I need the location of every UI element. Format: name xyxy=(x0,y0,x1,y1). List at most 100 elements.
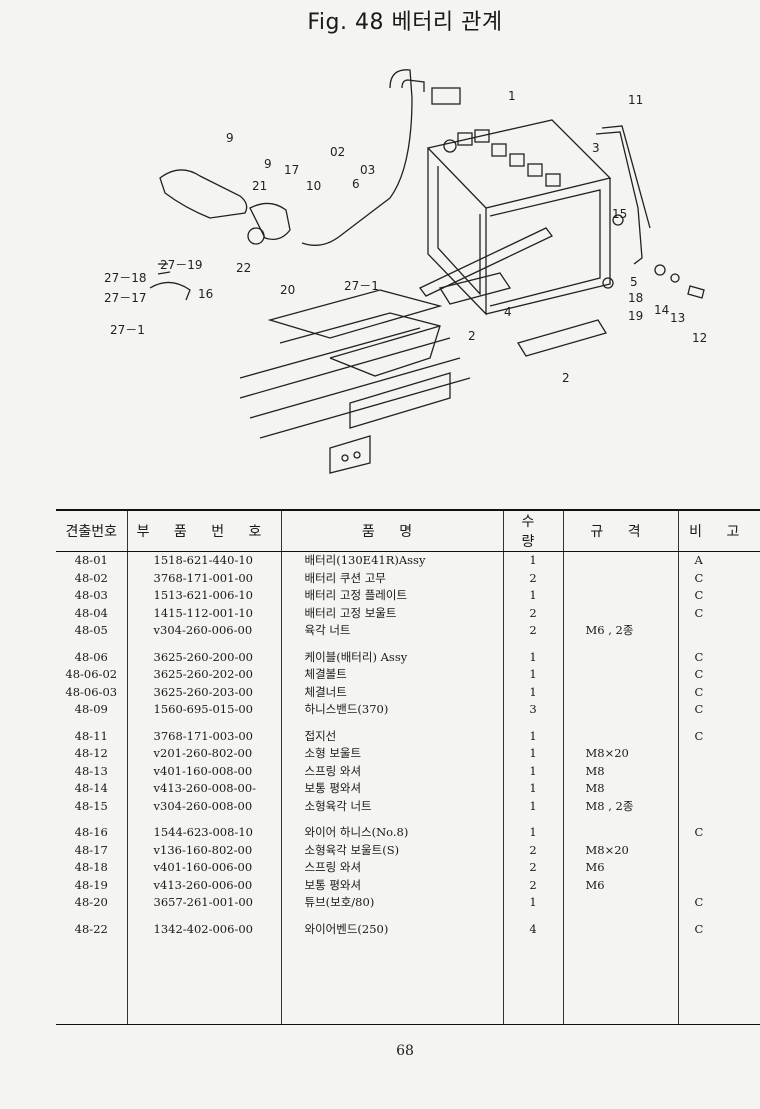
table-cell-qty: 2 xyxy=(529,570,537,585)
table-cell-pn: v401-160-006-00 xyxy=(153,860,253,874)
table-cell-spec xyxy=(586,666,678,684)
table-cell-name: 배터리 쿠션 고무 xyxy=(304,570,386,585)
table-cell-pn: v304-260-006-00 xyxy=(153,623,253,637)
table-cell-no: 48-06-03 xyxy=(65,684,118,699)
svg-text:22: 22 xyxy=(236,261,251,275)
table-cell-no: 48-01 xyxy=(74,553,108,567)
svg-text:27－17: 27－17 xyxy=(104,291,147,305)
table-cell-name: 접지선 xyxy=(304,728,337,743)
table-cell-name: 배터리 고정 플레이트 xyxy=(304,588,408,602)
table-cell-name: 육각 너트 xyxy=(304,623,351,637)
svg-text:4: 4 xyxy=(504,305,512,319)
table-cell-qty: 1 xyxy=(529,895,537,909)
table-cell-note xyxy=(695,877,760,895)
table-cell-pn: v413-260-006-00 xyxy=(153,877,253,892)
table-cell-note xyxy=(695,780,760,798)
table-cell-pn: 1342-402-006-00 xyxy=(153,921,253,936)
table-cell-name: 소형육각 보울트(S) xyxy=(304,842,400,857)
table-cell-no: 48-14 xyxy=(74,781,108,795)
table-cell-no: 48-02 xyxy=(74,570,108,585)
table-cell-name: 보통 평와셔 xyxy=(304,877,362,892)
table-cell-spec xyxy=(586,894,678,912)
table-cell-note xyxy=(695,798,760,816)
table-cell-no: 48-06 xyxy=(74,649,108,664)
table-cell-pn: 1544-623-008-10 xyxy=(153,825,253,839)
svg-text:17: 17 xyxy=(284,163,299,177)
svg-text:10: 10 xyxy=(306,179,321,193)
table-cell-pn: v401-160-008-00 xyxy=(153,763,253,778)
table-cell-no: 48-20 xyxy=(74,895,108,909)
table-cell-qty: 3 xyxy=(529,702,537,716)
table-cell-no: 48-15 xyxy=(74,798,108,813)
table-cell-qty: 2 xyxy=(529,605,537,620)
svg-text:16: 16 xyxy=(198,287,213,301)
table-cell-spec: M8×20 xyxy=(585,842,629,857)
table-cell-qty: 1 xyxy=(529,746,537,760)
table-cell-spec xyxy=(586,921,678,939)
table-cell-pn: 3768-171-003-00 xyxy=(153,728,253,743)
page-number: 68 xyxy=(396,1043,414,1059)
svg-text:15: 15 xyxy=(612,207,627,221)
table-cell-note: C xyxy=(694,588,704,602)
table-cell-name: 체결너트 xyxy=(304,684,347,699)
table-cell-note: C xyxy=(694,570,704,585)
table-cell-note xyxy=(695,622,760,640)
table-cell-name: 스프링 와셔 xyxy=(304,763,362,778)
table-cell-note: A xyxy=(694,553,703,567)
table-cell-name: 소형육각 너트 xyxy=(304,798,372,813)
table-cell-spec: M6 xyxy=(585,860,605,874)
table-cell-note xyxy=(695,745,760,763)
table-cell-spec xyxy=(586,824,678,842)
table-cell-no: 48-04 xyxy=(74,605,108,620)
svg-text:19: 19 xyxy=(628,309,643,323)
svg-text:27－1: 27－1 xyxy=(110,323,145,337)
table-cell-spec: M8 xyxy=(585,763,605,778)
table-cell-name: 배터리(130E41R)Assy xyxy=(304,553,426,567)
col-header-remarks: 비 고 xyxy=(678,509,760,552)
table-cell-no: 48-05 xyxy=(74,623,108,637)
table-cell-note: C xyxy=(694,684,704,699)
table-cell-name: 와이어 하니스(No.8) xyxy=(304,825,409,839)
table-cell-no: 48-16 xyxy=(74,825,108,839)
table-cell-spec xyxy=(586,684,678,702)
table-cell-qty: 1 xyxy=(529,667,537,681)
table-cell-note: C xyxy=(694,702,704,716)
table-cell-qty: 1 xyxy=(529,825,537,839)
table-cell-qty: 1 xyxy=(529,798,537,813)
table-cell-qty: 2 xyxy=(529,860,537,874)
table-cell-no: 48-17 xyxy=(74,842,108,857)
table-cell-spec xyxy=(586,649,678,667)
svg-text:5: 5 xyxy=(630,275,638,289)
table-cell-pn: 3768-171-001-00 xyxy=(153,570,253,585)
table-cell-note xyxy=(695,842,760,860)
table-cell-pn: v413-260-008-00- xyxy=(153,781,257,795)
table-cell-qty: 1 xyxy=(529,553,537,567)
table-cell-name: 체결볼트 xyxy=(304,667,347,681)
table-cell-pn: v201-260-802-00 xyxy=(153,746,253,760)
svg-text:14: 14 xyxy=(654,303,669,317)
table-cell-qty: 1 xyxy=(529,588,537,602)
table-cell-spec xyxy=(586,728,678,746)
svg-text:9: 9 xyxy=(264,157,272,171)
table-cell-spec xyxy=(586,570,678,588)
table-cell-qty: 4 xyxy=(529,921,537,936)
svg-text:1: 1 xyxy=(508,89,516,103)
col-header-spec: 규 격 xyxy=(563,509,679,552)
table-cell-spec: M8×20 xyxy=(585,746,629,760)
mounting-plate xyxy=(349,372,451,429)
table-cell-qty: 1 xyxy=(529,763,537,778)
svg-text:11: 11 xyxy=(628,93,643,107)
table-cell-no: 48-19 xyxy=(74,877,108,892)
table-cell-name: 와이어벤드(250) xyxy=(304,921,389,936)
table-cell-spec xyxy=(586,552,678,570)
table-cell-pn: 3657-261-001-00 xyxy=(153,895,253,909)
table-cell-no: 48-18 xyxy=(74,860,108,874)
table-cell-note: C xyxy=(694,605,704,620)
